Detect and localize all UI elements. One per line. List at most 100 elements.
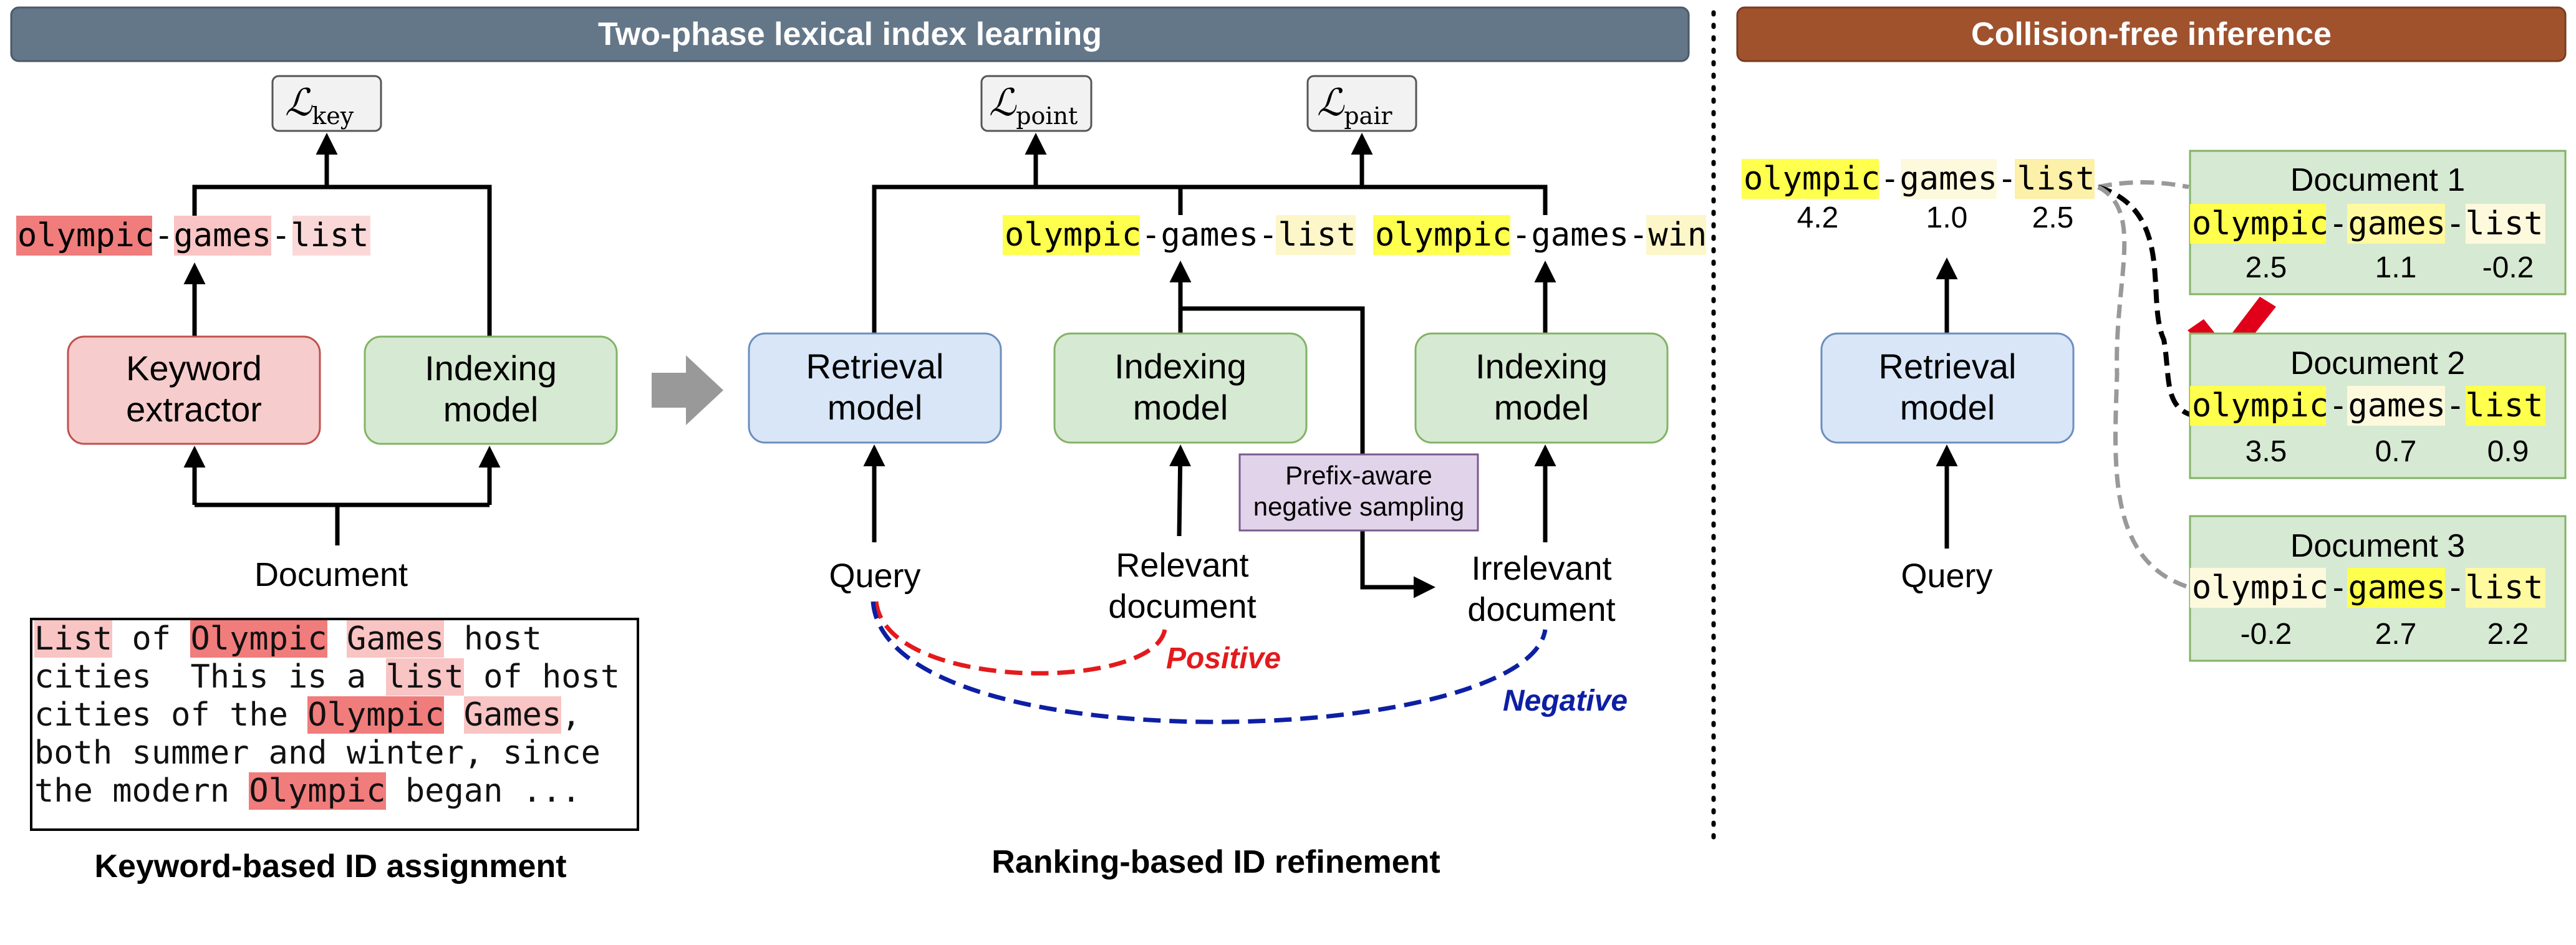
arrow-relevant-to-indexing (1169, 444, 1192, 537)
right-header-title: Collision-free inference (1971, 16, 2332, 52)
document-3-score-1: -0.2 (2241, 618, 2292, 651)
inference-query-score-2: 1.0 (1926, 201, 1968, 234)
sampling-connector (1180, 306, 1435, 598)
document-text-segment: cities of the (34, 696, 308, 734)
retrieval-to-loss-connector (872, 185, 1548, 333)
document-3-id: olympic-games-list (2190, 568, 2545, 608)
keyword-id-sep-1: - (154, 217, 173, 254)
inference-query-token-3: list (2017, 160, 2095, 198)
loss-pair-box (1306, 75, 1417, 132)
document-text-line: both summer and winter, since (34, 734, 633, 772)
document-text-segment: cities This is a (34, 658, 386, 696)
relevant-id-token-1: olympic (1005, 216, 1141, 254)
svg-text:olympic-games-list: olympic-games-list (17, 217, 369, 254)
document-3-token-1-highlight (2190, 568, 2326, 608)
keyword-extractor-box (67, 335, 321, 445)
keyword-id-token-3-highlight (292, 216, 370, 256)
document-text-segment (327, 620, 347, 658)
relevant-id-token-3: list (1278, 216, 1356, 254)
document-2-score-3: 0.9 (2487, 435, 2529, 468)
document-1-token-2: games (2348, 205, 2446, 242)
keyword-id: olympic-games-list (16, 216, 370, 256)
inference-query-score-3: 2.5 (2032, 201, 2074, 234)
keyword-highlight-strong: Olympic (249, 772, 386, 810)
inference-query-token-2: -games- (1880, 160, 2017, 198)
link-to-document-1 (2098, 180, 2189, 189)
document-3-token-3: list (2465, 569, 2543, 607)
document-3-sep-1: - (2328, 569, 2348, 607)
link-to-document-3 (2097, 185, 2190, 590)
document-1-token-1: olympic (2192, 205, 2328, 242)
inference-query-token-1: olympic (1744, 160, 1880, 198)
document-1-score-1: 2.5 (2246, 251, 2287, 284)
document-3-score-2: 2.7 (2375, 618, 2417, 651)
irrelevant-id: olympic-games-win (1373, 215, 1707, 255)
inference-query-score-1: 4.2 (1797, 201, 1839, 234)
document-1-score-3: -0.2 (2482, 251, 2534, 284)
document-3-score-3: 2.2 (2487, 618, 2529, 651)
phase-transition-arrow (652, 355, 723, 425)
relevant-id-token-1-highlight (1003, 215, 1140, 255)
document-text-segment: the modern (34, 772, 249, 810)
document-3-token-2-highlight (2347, 568, 2445, 608)
document-2-score-2: 0.7 (2375, 435, 2417, 468)
document-text-segment: , (561, 696, 581, 734)
document-2-title: Document 2 (2290, 345, 2465, 381)
document-text-line: cities of the Olympic Games, (34, 696, 633, 734)
left-header-bar (10, 6, 1690, 62)
document-2-token-3: list (2465, 387, 2543, 425)
document-1-score-2: 1.1 (2375, 251, 2417, 284)
document-1-token-3: list (2465, 205, 2543, 242)
document-1-token-3-highlight (2466, 204, 2545, 244)
keyword-id-token-1-highlight (16, 216, 152, 256)
loss-key-box (271, 75, 382, 132)
svg-text:olympic-games-list: olympic-games-list (1005, 216, 1356, 254)
positive-label: Positive (1166, 642, 1281, 675)
keyword-id-token-2-highlight (174, 216, 271, 256)
keyword-caption: Keyword-based ID assignment (94, 848, 566, 885)
irrelevant-id-token-1: olympic (1375, 216, 1512, 254)
indexing-model-box-1 (364, 335, 618, 445)
document-2-token-1-highlight (2190, 386, 2326, 426)
link-to-document-2 (2097, 185, 2191, 417)
negative-sampler-box (1238, 453, 1479, 532)
document-1-sep-1: - (2328, 205, 2348, 242)
keyword-highlight-strong: Olympic (190, 620, 327, 658)
irrelevant-id-token-2: -games- (1512, 216, 1648, 254)
document-text-segment: began ... (385, 772, 581, 810)
svg-text:olympic-games-list: olympic-games-list (2192, 205, 2544, 242)
document-2-token-1: olympic (2192, 387, 2328, 425)
document-1-token-1-highlight (2190, 204, 2326, 244)
document-1-id: olympic-games-list (2190, 204, 2545, 244)
ranking-caption: Ranking-based ID refinement (991, 844, 1440, 880)
keyword-id-token-2: games (173, 217, 271, 254)
document-2-token-2-highlight (2347, 386, 2445, 426)
inference-query-token-2-highlight (1901, 159, 1997, 199)
document-3-token-2: games (2348, 569, 2446, 607)
irrelevant-id-token-3-highlight (1646, 215, 1706, 255)
document-1-token-2-highlight (2347, 204, 2445, 244)
document-fork-connector (195, 502, 340, 545)
left-header-title: Two-phase lexical index learning (598, 16, 1102, 52)
document-2-token-3-highlight (2466, 386, 2545, 426)
negative-pair-curve (871, 601, 1548, 724)
inference-query-token-3-highlight (2015, 159, 2095, 199)
svg-text:olympic-games-list: olympic-games-list (1744, 160, 2095, 198)
keyword-highlight-light: list (385, 658, 464, 696)
retrieval-model-box-2 (1820, 332, 2075, 444)
relevant-id-token-3-highlight (1276, 215, 1356, 255)
svg-text:olympic-games-list: olympic-games-list (2192, 387, 2544, 425)
document-1-title: Document 1 (2290, 162, 2465, 198)
document-2-token-2: -games- (2328, 387, 2465, 425)
irrelevant-id-token-3: win (1648, 216, 1707, 254)
retrieval-model-box-1 (748, 332, 1002, 444)
document-text-line: List of Olympic Games host (34, 620, 633, 658)
